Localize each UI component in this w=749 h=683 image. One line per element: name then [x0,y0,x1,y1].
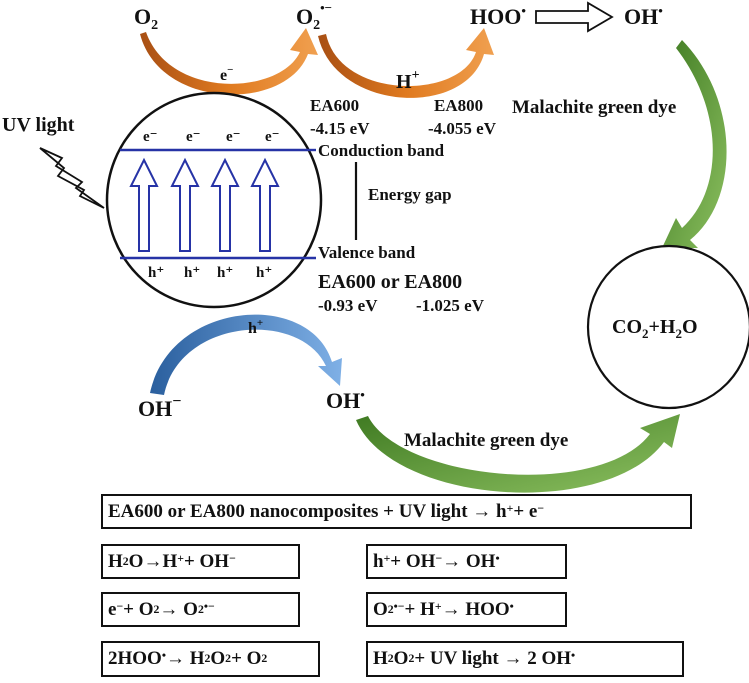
vb-ea800-value: -1.025 eV [416,296,485,315]
hole: h⁺ [217,265,233,281]
excitation-arrow [170,157,200,252]
hole-oxidation-arrow [150,314,342,395]
electron: e⁻ [143,129,158,145]
hole: h⁺ [184,265,200,281]
cb-ea800-label: EA800 [434,96,483,115]
oh-radical-bottom: OH• [326,387,365,413]
protonation-arrow [318,28,494,98]
cb-ea600-value: -4.15 eV [310,119,370,138]
uv-light-label: UV light [2,114,75,136]
energy-gap-label: Energy gap [368,185,452,204]
hole-label: h+ [248,317,263,337]
degradation-arrow-bottom [356,414,680,493]
degradation-arrow-top [662,40,727,248]
hollow-arrow [535,1,614,33]
cb-ea800-value: -4.055 eV [428,119,497,138]
excitation-arrow [250,157,280,252]
vb-ea600-value: -0.93 eV [318,296,378,315]
oh-radical-top: OH• [624,3,663,29]
hole: h⁺ [148,265,164,281]
vb-header-label: EA600 or EA800 [318,271,462,293]
o2-label: O2 [134,4,158,33]
equation-box-3: h+ + OH− → OH• [366,544,567,579]
cb-ea600-label: EA600 [310,96,359,115]
electron: e⁻ [226,129,241,145]
lightning-icon [39,147,105,209]
equation-box-1: EA600 or EA800 nanocomposites + UV light… [101,494,692,529]
electron: e⁻ [265,129,280,145]
electron-transfer-arrow [140,28,318,95]
dye-label-top: Malachite green dye [512,97,676,118]
nanoparticle [105,91,323,309]
electron-label: e− [220,64,233,84]
product-label: CO2+H2O [612,316,698,341]
proton-label: H+ [396,68,420,93]
valence-band-label: Valence band [318,243,416,262]
hole: h⁺ [256,265,272,281]
product-circle [586,244,749,410]
excitation-arrow [210,157,240,252]
dye-label-bottom: Malachite green dye [404,430,568,451]
electron: e⁻ [186,129,201,145]
hydroxide-label: OH− [138,393,181,421]
conduction-band-label: Conduction band [318,141,445,160]
superoxide-label: O2•− [296,0,332,33]
hoo-label: HOO• [470,3,526,29]
excitation-arrow [129,157,159,252]
